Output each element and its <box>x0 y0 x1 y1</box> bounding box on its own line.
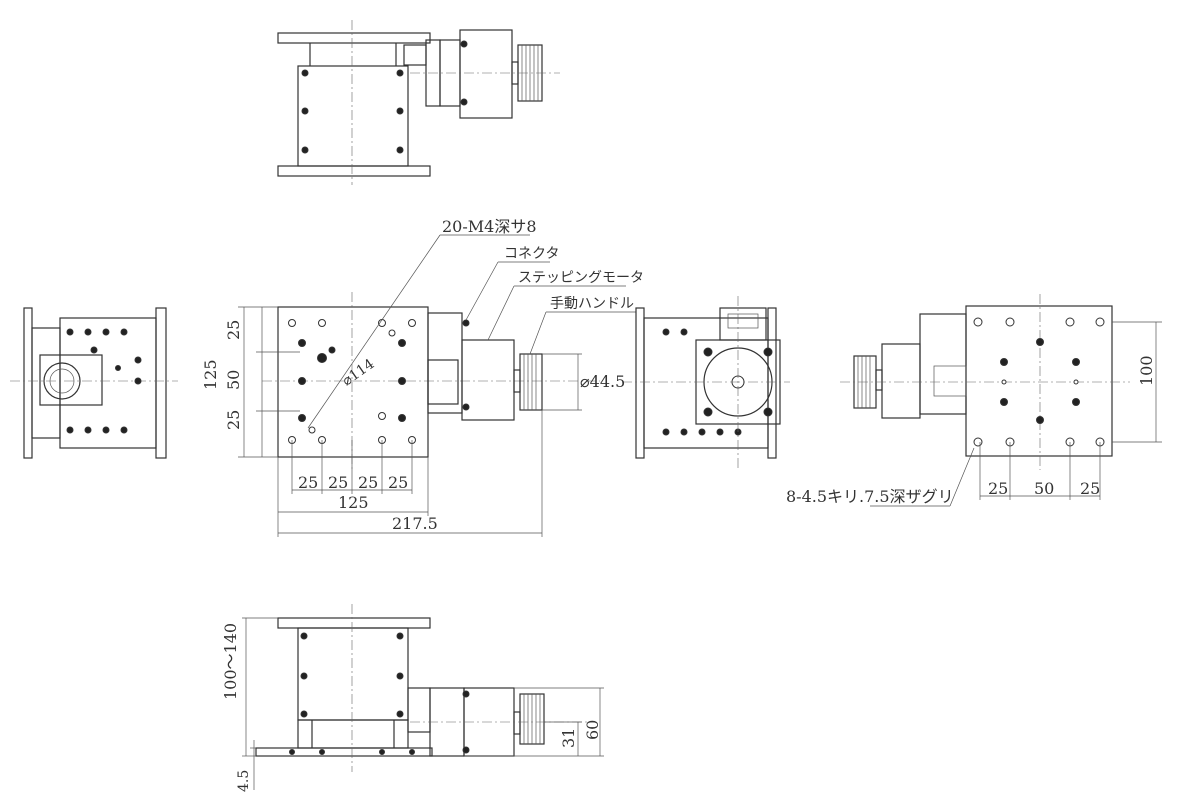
dim-top-height-125: 125 <box>201 359 220 390</box>
dim-top-v25-top: 25 <box>224 320 243 340</box>
label-bolt-holes: 8-4.5キリ.7.5深ザグリ <box>786 487 954 506</box>
dim-top-v25-bottom: 25 <box>224 410 243 430</box>
view-bottom <box>840 294 1162 507</box>
view-main-plan <box>238 234 636 537</box>
dim-top-h25-d: 25 <box>388 473 408 492</box>
dim-right-h25-a: 25 <box>988 479 1008 498</box>
dim-side-base-4-5: 4.5 <box>236 770 252 792</box>
label-diameter-114: ⌀114 <box>339 356 377 389</box>
dim-top-v50: 50 <box>224 370 243 390</box>
dim-top-width-125: 125 <box>338 493 369 512</box>
dim-side-motor-60: 60 <box>583 720 602 740</box>
label-connector: コネクタ <box>504 246 559 262</box>
dim-top-width-217-5: 217.5 <box>392 514 438 533</box>
label-thread-holes: 20-M4深サ8 <box>442 217 537 236</box>
dim-right-h25-b: 25 <box>1080 479 1100 498</box>
dim-right-h50: 50 <box>1034 479 1054 498</box>
label-manual-handle: 手動ハンドル <box>550 296 634 312</box>
view-motor-front <box>622 296 790 470</box>
dim-top-h25-b: 25 <box>328 473 348 492</box>
view-left-side <box>10 307 178 459</box>
view-top-elevation <box>277 20 560 185</box>
dim-handle-dia: ⌀44.5 <box>580 372 625 391</box>
dim-side-height-range: 100～140 <box>221 623 240 700</box>
dim-side-motor-31: 31 <box>559 728 578 748</box>
dim-top-h25-a: 25 <box>298 473 318 492</box>
view-side-elevation <box>242 604 604 790</box>
dim-top-h25-c: 25 <box>358 473 378 492</box>
label-stepping-motor: ステッピングモータ <box>518 270 644 286</box>
dim-right-height-100: 100 <box>1137 355 1156 386</box>
